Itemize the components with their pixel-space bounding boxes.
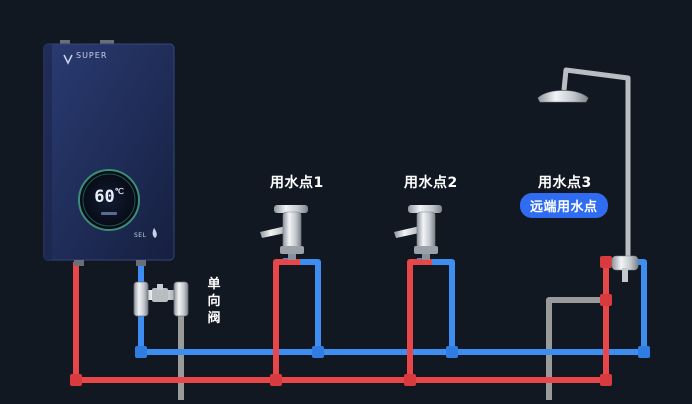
return-pipe-right	[546, 297, 606, 400]
heater-display: 60℃	[89, 187, 129, 207]
hot-pipe-main	[73, 262, 609, 383]
heater-brand: SUPER	[76, 51, 108, 60]
pipe-joints	[70, 256, 650, 386]
check-valve-label: 单 向 阀	[207, 277, 221, 326]
water-drop-icon	[152, 228, 157, 238]
display-value: 60	[94, 187, 115, 207]
point-2-label: 用水点2	[404, 175, 458, 191]
cold-branch-2	[417, 258, 455, 352]
brand-logo-icon	[63, 54, 73, 65]
faucet-2	[394, 205, 442, 260]
faucet-1	[260, 205, 308, 260]
water-heater	[43, 40, 175, 266]
far-point-badge: 远端用水点	[520, 193, 608, 218]
display-unit: ℃	[114, 187, 124, 196]
check-valve	[133, 281, 189, 317]
point-1-label: 用水点1	[270, 175, 324, 191]
cold-branch-3	[626, 259, 647, 352]
shower-mixer	[611, 255, 639, 271]
hot-branch-2	[407, 259, 432, 380]
shower-head-icon	[537, 90, 589, 103]
heater-badge: SEL	[134, 232, 147, 239]
cold-branch-1	[283, 258, 321, 352]
shower	[537, 67, 639, 282]
point-3-label: 用水点3	[538, 175, 592, 191]
hot-pipes	[73, 259, 620, 383]
display-ring	[78, 169, 140, 231]
hot-branch-1	[273, 259, 300, 380]
